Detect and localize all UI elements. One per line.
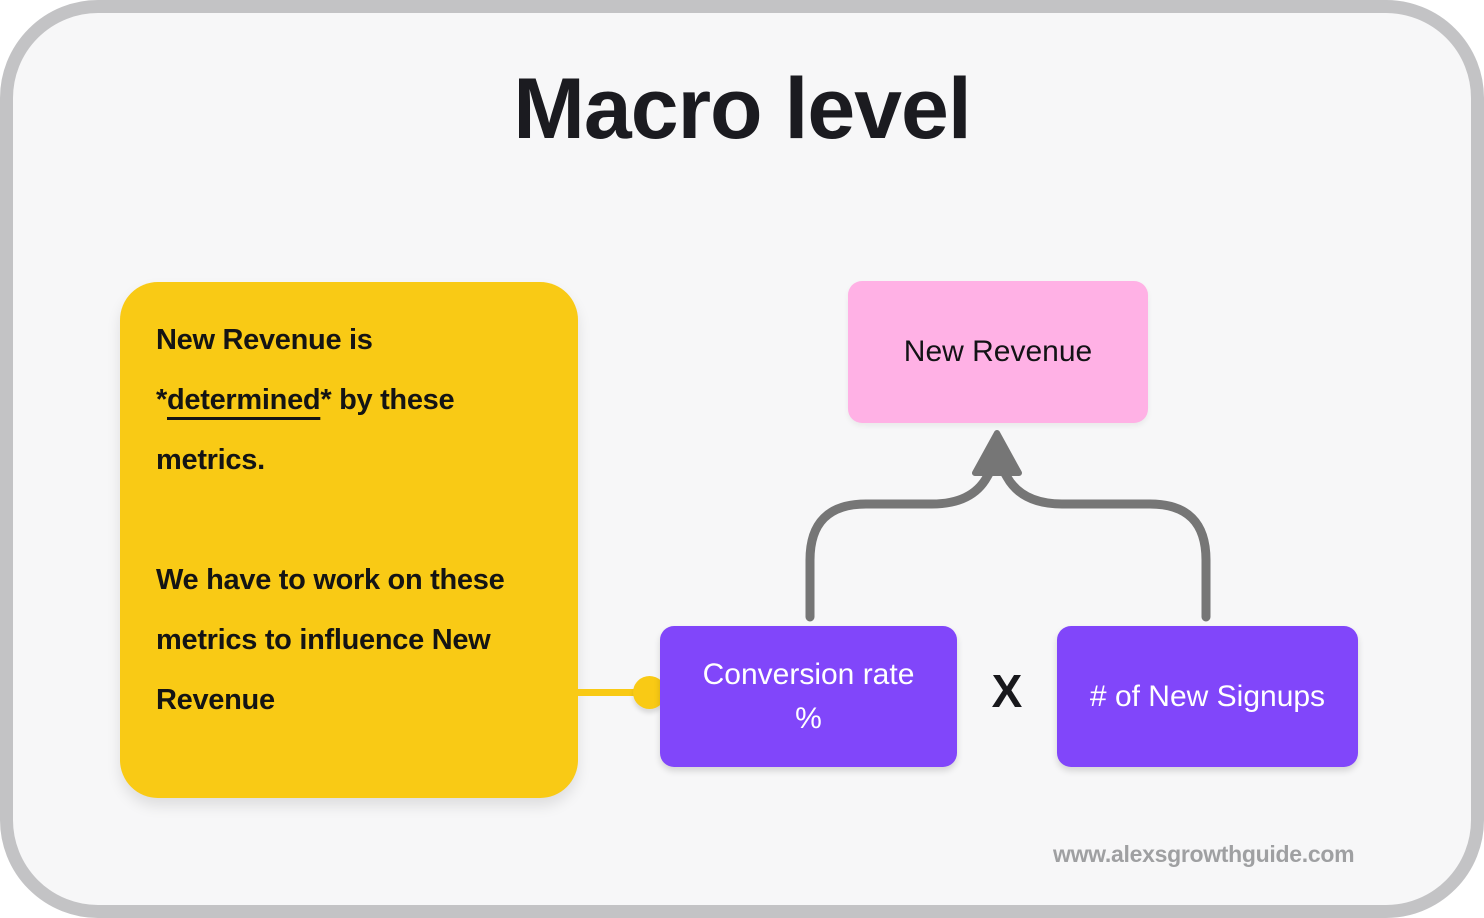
node-conversion-rate-label: Conversion rate% bbox=[703, 653, 915, 741]
watermark-url: www.alexsgrowthguide.com bbox=[1053, 841, 1355, 867]
note-paragraph-1: New Revenue is *determined* by these met… bbox=[156, 310, 542, 490]
node-conversion-rate-line2: % bbox=[795, 701, 822, 735]
note-underlined-word: determined bbox=[167, 384, 321, 416]
note-line-1: New Revenue is bbox=[156, 324, 373, 356]
node-new-revenue-label: New Revenue bbox=[903, 335, 1093, 368]
note-paragraph-2: We have to work on these metrics to infl… bbox=[156, 550, 542, 730]
note-line-2-pre: * bbox=[156, 384, 167, 416]
node-conversion-rate-line1: Conversion rate bbox=[702, 657, 915, 691]
node-conversion-rate: Conversion rate% bbox=[660, 626, 957, 767]
node-new-signups: # of New Signups bbox=[1057, 626, 1358, 767]
sticky-note: New Revenue is *determined* by these met… bbox=[120, 282, 578, 798]
page-title: Macro level bbox=[513, 61, 971, 157]
note-line-6: Revenue bbox=[156, 684, 275, 716]
note-line-4: We have to work on these bbox=[156, 564, 505, 596]
note-line-5: metrics to influence New bbox=[156, 624, 491, 656]
multiply-operator: X bbox=[991, 665, 1023, 717]
node-new-signups-label: # of New Signups bbox=[1089, 679, 1326, 713]
note-line-3: metrics. bbox=[156, 444, 265, 476]
node-new-revenue: New Revenue bbox=[848, 281, 1148, 423]
note-connector-line bbox=[570, 689, 648, 696]
note-line-2-post: * by these bbox=[320, 384, 455, 416]
